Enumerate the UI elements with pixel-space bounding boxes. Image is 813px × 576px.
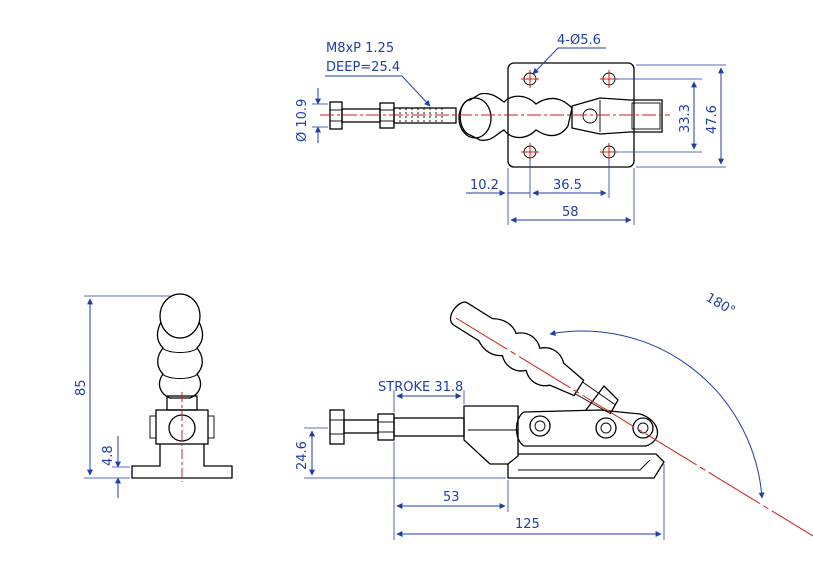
holes-label: 4-Ø5.6 [557, 33, 601, 48]
front-view-plunger [329, 409, 465, 445]
dim-53: 53 [443, 490, 460, 505]
front-view-linkage [515, 385, 658, 447]
thread-label-line1: M8xP 1.25 [326, 41, 394, 56]
dim-24-6: 24.6 [295, 441, 310, 470]
side-view: 85 4.8 [74, 293, 233, 498]
dim-4-8: 4.8 [101, 445, 116, 466]
dim-33-3: 33.3 [678, 104, 693, 133]
dim-58: 58 [562, 205, 579, 220]
top-view: M8xP 1.25 DEEP=25.4 4-Ø5.6 Ø 10.9 33.3 4… [295, 33, 726, 225]
stroke-label: STROKE 31.8 [378, 380, 463, 395]
mounting-holes [521, 70, 618, 161]
front-view: 180° STROKE 31.8 24.6 53 125 [295, 290, 813, 540]
top-view-handle-grip [458, 92, 573, 141]
side-view-handle-grip [156, 293, 204, 399]
dim-125: 125 [515, 517, 540, 532]
top-view-linkage [571, 97, 663, 135]
dim-85: 85 [74, 379, 89, 396]
dim-47-6: 47.6 [705, 105, 720, 134]
dim-diameter-10-9: Ø 10.9 [295, 99, 310, 142]
angle-180-label: 180° [703, 290, 738, 319]
front-view-body [463, 405, 665, 479]
dim-10-2: 10.2 [470, 178, 499, 193]
dim-36-5: 36.5 [553, 178, 582, 193]
thread-label-line2: DEEP=25.4 [326, 60, 400, 75]
